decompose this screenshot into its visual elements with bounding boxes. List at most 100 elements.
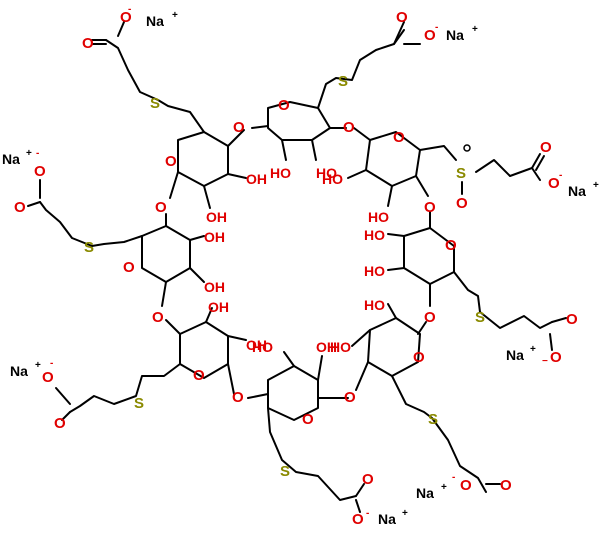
carboxylate-oxygen: O — [42, 369, 54, 386]
sulfur-label: S — [475, 309, 485, 326]
glucose-ring-top: O — [267, 97, 331, 141]
sodium-label: Na — [146, 13, 164, 29]
sodium-label: Na — [10, 363, 28, 379]
carboxylate-oxygen: O — [460, 477, 472, 494]
minus-charge: − — [542, 356, 548, 367]
sodium-label: Na — [416, 485, 434, 501]
ring-oxygen-label: O — [193, 367, 205, 384]
carboxylate-oxygen: O — [120, 9, 132, 26]
minus-charge: - — [435, 22, 438, 33]
carbonyl-oxygen: O — [82, 35, 94, 52]
hydroxyl-label: HO — [368, 209, 389, 225]
bridge-oxygen: O — [152, 309, 164, 326]
sulfur-label: S — [150, 95, 160, 112]
sodium-label: Na — [378, 511, 396, 527]
carbonyl-oxygen: O — [54, 415, 66, 432]
hydroxyl-label: HO — [364, 227, 385, 243]
carbonyl-oxygen: O — [396, 9, 408, 26]
hydroxyl-label: HO — [316, 165, 337, 181]
hydroxyl-label: HO — [364, 263, 385, 279]
minus-charge: - — [50, 358, 53, 369]
carbonyl-oxygen: O — [362, 471, 374, 488]
sodium-label: Na — [506, 347, 524, 363]
sulfur-label: S — [134, 395, 144, 412]
ring-oxygen-label: O — [278, 97, 290, 114]
minus-charge: - — [36, 148, 39, 159]
bridge-oxygen: O — [424, 199, 436, 216]
sulfur-label: S — [456, 165, 466, 182]
sulfur-label: S — [84, 239, 94, 256]
hydroxyl-label: HO — [322, 171, 343, 187]
ring-oxygen-label: O — [393, 129, 405, 146]
sulfur-label: S — [338, 73, 348, 90]
minus-charge: - — [559, 170, 562, 181]
hydroxyl-label: OH — [246, 337, 267, 353]
hydroxyl-label: OH — [208, 299, 229, 315]
arm-top-right-sulfoxide: S O O O - Na + — [419, 139, 599, 212]
carboxylate-oxygen: O — [34, 163, 46, 180]
plus-charge: + — [441, 482, 447, 493]
arm-left: S O O - Na + — [2, 148, 143, 256]
plus-charge: + — [472, 24, 478, 35]
minus-charge: - — [366, 508, 369, 519]
bridge-oxygen: O — [343, 119, 355, 136]
ring-oxygen-label: O — [165, 153, 177, 170]
hydroxyl-label: OH — [204, 229, 225, 245]
glucose-ring-bottom-left: O — [179, 321, 229, 384]
carboxylate-oxygen: O — [424, 27, 436, 44]
minus-charge: - — [128, 4, 131, 15]
sulfur-label: S — [280, 463, 290, 480]
glucose-ring-left: O — [123, 225, 191, 283]
glucose-ring-bottom: O — [267, 365, 319, 428]
glucose-ring-right: O — [403, 227, 457, 285]
hydroxyl-label: OH — [204, 279, 225, 295]
carboxylate-oxygen: O — [352, 511, 364, 528]
plus-charge: + — [402, 508, 408, 519]
plus-charge: + — [172, 10, 178, 21]
carbonyl-oxygen: O — [500, 477, 512, 494]
arm-bottom: S O O - Na + — [267, 407, 408, 528]
hydroxyl-label: OH — [246, 171, 267, 187]
lone-pair-icon — [463, 144, 471, 152]
arm-bottom-left: S O O - Na + — [10, 358, 181, 432]
sulfoxide-oxygen: O — [456, 195, 468, 212]
hydroxyl-label: OH — [206, 209, 227, 225]
hydroxyl-label: HO — [364, 297, 385, 313]
glucose-ring-top-left: O — [165, 131, 229, 187]
ring-oxygen-label: O — [302, 411, 314, 428]
hydroxyl-label: HO — [252, 339, 273, 355]
arm-bottom-right: S O O - Na + — [391, 375, 512, 501]
glycosidic-bridges: O O O O O O O O — [152, 119, 436, 406]
bridge-oxygen: O — [344, 389, 356, 406]
sulfur-label: S — [428, 411, 438, 428]
ring-oxygen-label: O — [413, 349, 425, 366]
ring-oxygen-label: O — [445, 237, 457, 254]
plus-charge: + — [530, 344, 536, 355]
ring-oxygen-label: O — [123, 259, 135, 276]
hydroxyl-groups: HO HO OH OH HO HO HO HO HO HO HO OH OH O… — [189, 139, 405, 381]
plus-charge: + — [26, 148, 32, 159]
carboxylate-oxygen: O — [550, 349, 562, 366]
plus-charge: + — [593, 180, 599, 191]
arm-top: S O O - Na + — [317, 9, 478, 109]
minus-charge: - — [452, 472, 455, 483]
carbonyl-oxygen: O — [14, 199, 26, 216]
carboxylate-oxygen: O — [548, 175, 560, 192]
hydroxyl-label: OH — [316, 339, 337, 355]
bridge-oxygen: O — [424, 309, 436, 326]
arm-right: S O O − Na + — [453, 271, 578, 367]
bridge-oxygen: O — [233, 119, 245, 136]
plus-charge: + — [35, 360, 41, 371]
glucose-ring-top-right: O — [365, 129, 421, 187]
arm-top-left: S O O - Na + — [82, 4, 205, 133]
bridge-oxygen: O — [155, 199, 167, 216]
sodium-label: Na — [2, 151, 20, 167]
carbonyl-oxygen: O — [566, 311, 578, 328]
hydroxyl-label: HO — [270, 165, 291, 181]
sodium-label: Na — [568, 183, 586, 199]
bridge-oxygen: O — [232, 389, 244, 406]
carbonyl-oxygen: O — [540, 139, 552, 156]
glucose-ring-bottom-right: O — [367, 317, 425, 377]
sodium-label: Na — [446, 27, 464, 43]
